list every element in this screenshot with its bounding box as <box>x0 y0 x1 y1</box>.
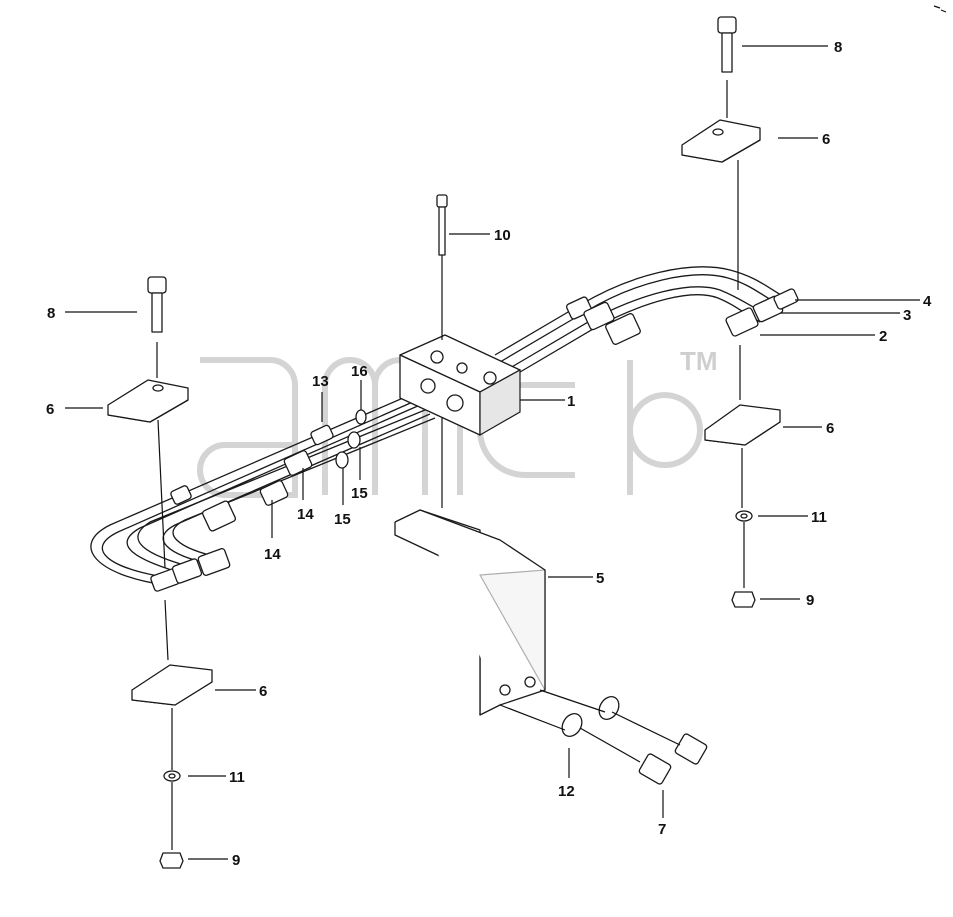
clamp-6-lower-right <box>704 404 781 446</box>
callout-12: 12 <box>558 783 575 800</box>
callout-14-upper: 14 <box>297 506 314 523</box>
callout-14-lower: 14 <box>264 546 281 563</box>
callout-2: 2 <box>879 328 887 345</box>
callout-9-right: 9 <box>806 592 814 609</box>
valve-block <box>399 334 521 437</box>
bolt-8-left <box>147 276 167 333</box>
callout-8-left: 8 <box>47 305 55 322</box>
callout-11-right: 11 <box>811 509 827 526</box>
callout-6-upper-left: 6 <box>46 401 54 418</box>
bolt-8-right <box>717 16 737 73</box>
callout-labels: 1 2 3 4 5 6 6 6 6 7 8 8 9 9 10 11 11 12 … <box>46 39 932 869</box>
callout-5: 5 <box>596 570 604 587</box>
fitting-14-lower <box>259 480 289 506</box>
clamp-6-upper-left <box>107 379 189 423</box>
hose-fittings-right <box>565 288 799 345</box>
callout-11-left: 11 <box>229 769 245 786</box>
callout-9-left: 9 <box>232 852 240 869</box>
o-ring-15-lower <box>335 451 349 469</box>
callout-3: 3 <box>903 307 911 324</box>
callout-6-top-right: 6 <box>822 131 830 148</box>
callout-4: 4 <box>923 293 932 310</box>
washer-12-pair <box>561 696 620 737</box>
nut-9-right <box>731 591 756 608</box>
hose-fittings-left <box>150 485 237 592</box>
fitting-13 <box>310 424 334 446</box>
callout-leaders <box>65 45 920 860</box>
clamp-6-top-right <box>681 119 761 163</box>
bolt-7-pair <box>638 733 708 785</box>
corner-mark <box>933 5 947 13</box>
washer-11-left <box>163 770 181 782</box>
callout-16: 16 <box>351 363 368 380</box>
callout-15-lower: 15 <box>334 511 351 528</box>
fitting-14-upper <box>283 450 313 476</box>
bolt-10 <box>436 194 448 256</box>
watermark-tm: TM <box>680 346 718 376</box>
hose-assembly <box>90 266 791 586</box>
clamp-6-lower-left <box>131 664 213 706</box>
callout-6-lower-left: 6 <box>259 683 267 700</box>
callout-13: 13 <box>312 373 329 390</box>
callout-6-lower-right: 6 <box>826 420 834 437</box>
callout-1: 1 <box>567 393 575 410</box>
callout-10: 10 <box>494 227 511 244</box>
callout-7: 7 <box>658 821 666 838</box>
washer-11-right <box>735 510 753 522</box>
o-ring-16 <box>355 409 367 425</box>
o-ring-15-upper <box>347 431 361 449</box>
mounting-bracket <box>394 509 546 716</box>
nut-9-left <box>159 852 184 869</box>
callout-8-right: 8 <box>834 39 842 56</box>
callout-15-upper: 15 <box>351 485 368 502</box>
